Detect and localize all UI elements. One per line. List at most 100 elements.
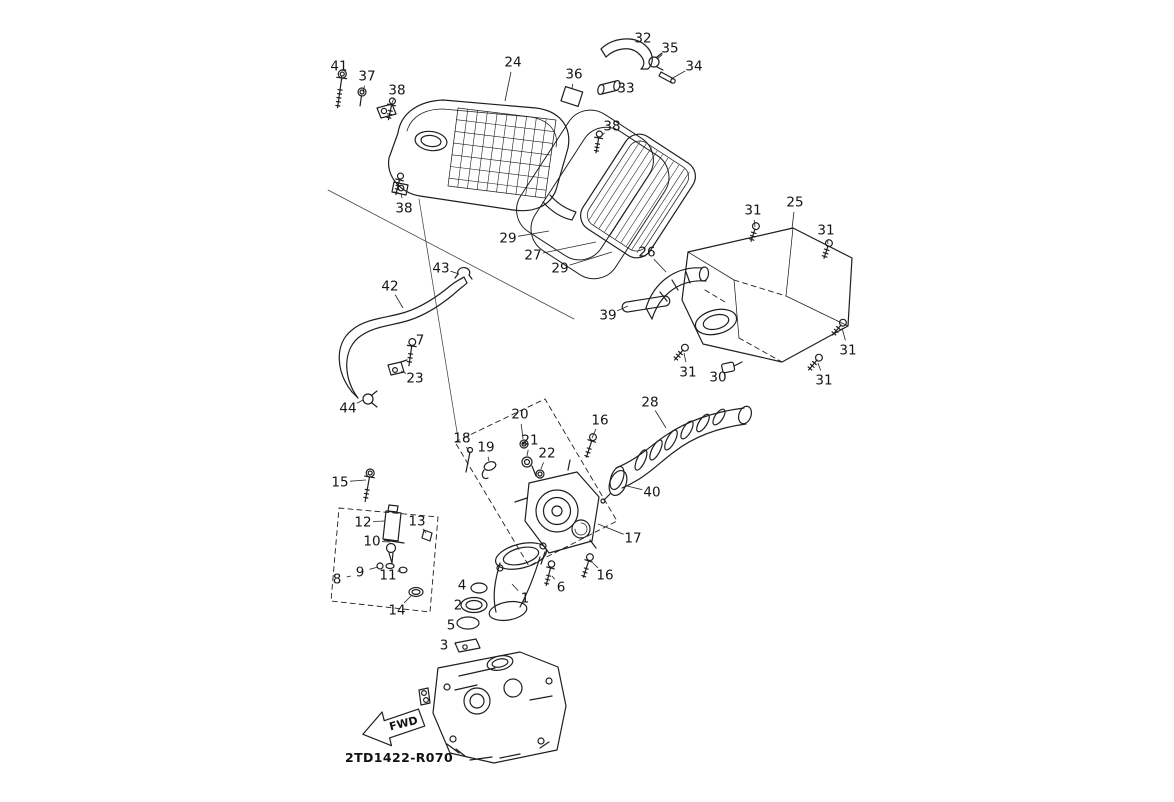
callout-40: 40 bbox=[643, 485, 660, 501]
intake-joint bbox=[488, 542, 547, 622]
leader-line-27 bbox=[542, 241, 597, 254]
callout-38: 38 bbox=[395, 201, 412, 217]
ring-4 bbox=[470, 582, 488, 594]
callout-28: 28 bbox=[641, 395, 658, 411]
callout-21: 21 bbox=[521, 433, 538, 449]
leader-line-23 bbox=[400, 370, 407, 374]
leader-line-41 bbox=[340, 75, 343, 81]
leader-line-18 bbox=[466, 446, 470, 453]
leader-line-31 bbox=[817, 362, 822, 371]
callout-15: 15 bbox=[331, 475, 348, 491]
oring-9 bbox=[376, 562, 384, 570]
throttle-group-box bbox=[454, 398, 618, 567]
callout-24: 24 bbox=[504, 55, 521, 71]
fuel-injector bbox=[382, 504, 405, 570]
callout-9: 9 bbox=[356, 565, 365, 581]
screw-31 bbox=[748, 222, 760, 242]
callout-27: 27 bbox=[524, 248, 541, 264]
leader-line-13 bbox=[422, 528, 427, 534]
cap-20 bbox=[519, 439, 529, 449]
hose-clip-43 bbox=[454, 267, 473, 280]
clamp-40 bbox=[600, 469, 628, 504]
callout-22: 22 bbox=[538, 446, 555, 462]
leader-line-15 bbox=[349, 479, 367, 482]
seat-21 bbox=[521, 456, 533, 468]
callout-38: 38 bbox=[388, 83, 405, 99]
leader-line-31 bbox=[826, 239, 829, 245]
leader-line-17 bbox=[597, 523, 624, 535]
hose-joint-33 bbox=[597, 79, 621, 96]
leader-line-20 bbox=[520, 423, 524, 440]
callout-16: 16 bbox=[591, 413, 608, 429]
leader-line-42 bbox=[394, 294, 404, 309]
callout-31: 31 bbox=[839, 343, 856, 359]
screw-31 bbox=[807, 353, 823, 371]
leader-lines bbox=[340, 54, 846, 604]
sensor-19 bbox=[481, 461, 497, 480]
leader-line-6 bbox=[551, 575, 556, 580]
leader-line-16 bbox=[591, 428, 597, 439]
callout-44: 44 bbox=[339, 401, 356, 417]
callout-38: 38 bbox=[603, 119, 620, 135]
bolt-37 bbox=[357, 87, 367, 107]
leader-line-19 bbox=[487, 456, 490, 462]
callout-5: 5 bbox=[447, 618, 456, 634]
air-filter-element bbox=[580, 133, 696, 259]
leader-line-24 bbox=[504, 71, 512, 102]
callout-26: 26 bbox=[638, 245, 655, 261]
leader-line-37 bbox=[362, 85, 366, 93]
callout-2: 2 bbox=[454, 598, 463, 614]
leader-line-9 bbox=[369, 566, 379, 570]
leader-line-31 bbox=[753, 219, 756, 228]
drain-hose bbox=[338, 276, 468, 399]
callout-6: 6 bbox=[557, 580, 566, 596]
hose-clip-35 bbox=[648, 52, 664, 71]
oring-14 bbox=[408, 586, 424, 598]
leader-line-25 bbox=[791, 211, 795, 230]
callout-37: 37 bbox=[358, 69, 375, 85]
callout-19: 19 bbox=[477, 440, 494, 456]
callout-25: 25 bbox=[786, 195, 803, 211]
callout-8: 8 bbox=[333, 572, 342, 588]
callout-31: 31 bbox=[679, 365, 696, 381]
hose-clip-44 bbox=[362, 390, 378, 408]
callout-31: 31 bbox=[815, 373, 832, 389]
callout-41: 41 bbox=[330, 59, 347, 75]
bolt-16 bbox=[584, 433, 597, 458]
leader-line-1 bbox=[511, 583, 519, 591]
callout-10: 10 bbox=[363, 534, 380, 550]
duct-strap bbox=[621, 295, 671, 313]
injector-group-box bbox=[330, 507, 439, 613]
leader-line-29 bbox=[569, 251, 613, 266]
callout-31: 31 bbox=[817, 223, 834, 239]
leader-line-22 bbox=[540, 462, 544, 470]
leader-line-40 bbox=[626, 485, 643, 491]
callout-43: 43 bbox=[432, 261, 449, 277]
callout-42: 42 bbox=[381, 279, 398, 295]
bolt-7 bbox=[406, 338, 417, 367]
screw-31 bbox=[673, 343, 689, 361]
callout-23: 23 bbox=[406, 371, 423, 387]
screw-31 bbox=[831, 318, 847, 336]
leader-line-11 bbox=[397, 569, 402, 572]
callout-3: 3 bbox=[440, 638, 449, 654]
oring-11 bbox=[398, 566, 408, 574]
callout-33: 33 bbox=[617, 81, 634, 97]
throttle-body bbox=[514, 459, 600, 565]
leader-line-16 bbox=[592, 562, 599, 569]
screw-18 bbox=[465, 446, 474, 473]
callout-7: 7 bbox=[416, 333, 425, 349]
leader-line-44 bbox=[356, 399, 364, 404]
bolt-38 bbox=[593, 130, 604, 154]
leader-line-38 bbox=[400, 192, 403, 199]
cylinder-head bbox=[418, 651, 567, 764]
air-duct bbox=[645, 266, 710, 320]
leader-line-26 bbox=[653, 258, 667, 273]
callout-32: 32 bbox=[634, 31, 651, 47]
leader-line-39 bbox=[616, 305, 629, 312]
callout-29: 29 bbox=[551, 261, 568, 277]
callout-14: 14 bbox=[388, 603, 405, 619]
bolt-38 bbox=[386, 97, 397, 121]
